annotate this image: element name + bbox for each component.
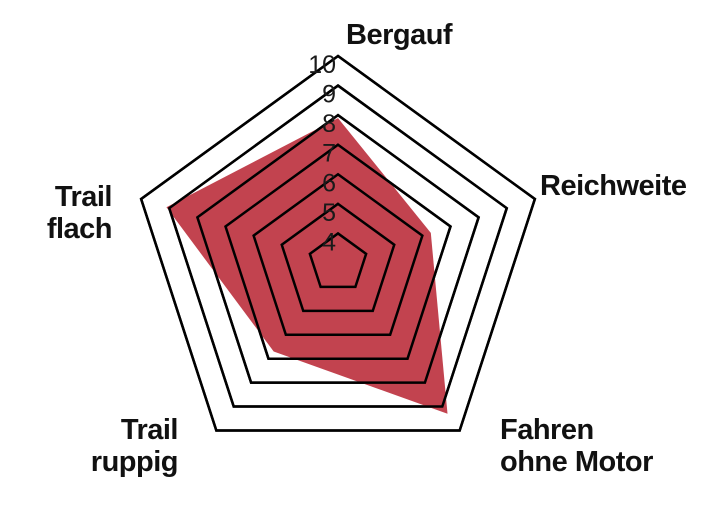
tick-label-9: 9 — [322, 81, 336, 109]
tick-label-4: 4 — [322, 228, 336, 256]
axis-label-line: Trail — [121, 414, 178, 446]
tick-label-10: 10 — [308, 51, 336, 79]
grid-ring-overlay-10 — [139, 54, 537, 432]
axis-label-line: Trail — [55, 181, 112, 213]
grid-ring-overlay-5 — [280, 202, 396, 313]
radar-grid-overlay — [139, 54, 537, 432]
axis-label-reichweite: Reichweite — [540, 170, 687, 202]
axis-label-bergauf: Bergauf — [346, 19, 453, 51]
tick-label-6: 6 — [322, 169, 336, 197]
axis-label-line: Bergauf — [346, 19, 453, 51]
radar-series — [166, 118, 448, 414]
series-polygon-0 — [166, 118, 448, 414]
axis-label-line: Reichweite — [540, 170, 687, 202]
tick-label-7: 7 — [322, 140, 336, 168]
axis-label-line: flach — [47, 213, 112, 245]
axis-label-line: ohne Motor — [500, 446, 653, 478]
grid-ring-overlay-4 — [308, 231, 368, 289]
tick-label-5: 5 — [322, 199, 336, 227]
axis-label-line: ruppig — [91, 446, 178, 478]
grid-ring-overlay-7 — [224, 143, 452, 360]
tick-label-8: 8 — [322, 110, 336, 138]
grid-ring-overlay-9 — [167, 84, 509, 408]
axis-label-line: Fahren — [500, 414, 594, 446]
grid-ring-overlay-8 — [195, 113, 481, 384]
grid-ring-overlay-6 — [252, 172, 424, 337]
